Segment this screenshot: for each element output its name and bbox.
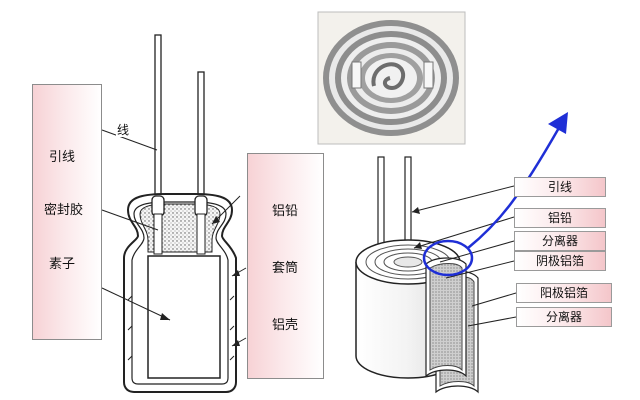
left-label-lead: 引线 [49,150,76,165]
truncated-lead-label: 线 [116,123,132,137]
wound-element-exploded [355,156,517,394]
left-label-element: 素子 [49,257,76,272]
capacitor-cross-section [101,34,247,393]
wound-element-photo [317,11,466,145]
zoom-highlight-arrow [422,112,568,277]
middle-label-aluminum-case: 铝壳 [272,318,299,333]
left-label-sealant: 密封胶 [44,203,84,218]
callout-separator-top: 分离器 [514,231,606,251]
middle-label-sleeve: 套筒 [272,261,299,276]
callout-separator-bottom: 分离器 [516,307,612,327]
callout-cathode-foil: 阴极铝箔 [514,251,606,271]
middle-label-aluminum-lead: 铝铅 [272,204,299,219]
middle-label-panel [247,153,324,379]
callout-aluminum-lead: 铝铅 [514,208,606,228]
callout-anode-foil: 阳极铝箔 [516,283,612,303]
left-label-panel [32,84,102,340]
callout-lead: 引线 [514,177,606,197]
